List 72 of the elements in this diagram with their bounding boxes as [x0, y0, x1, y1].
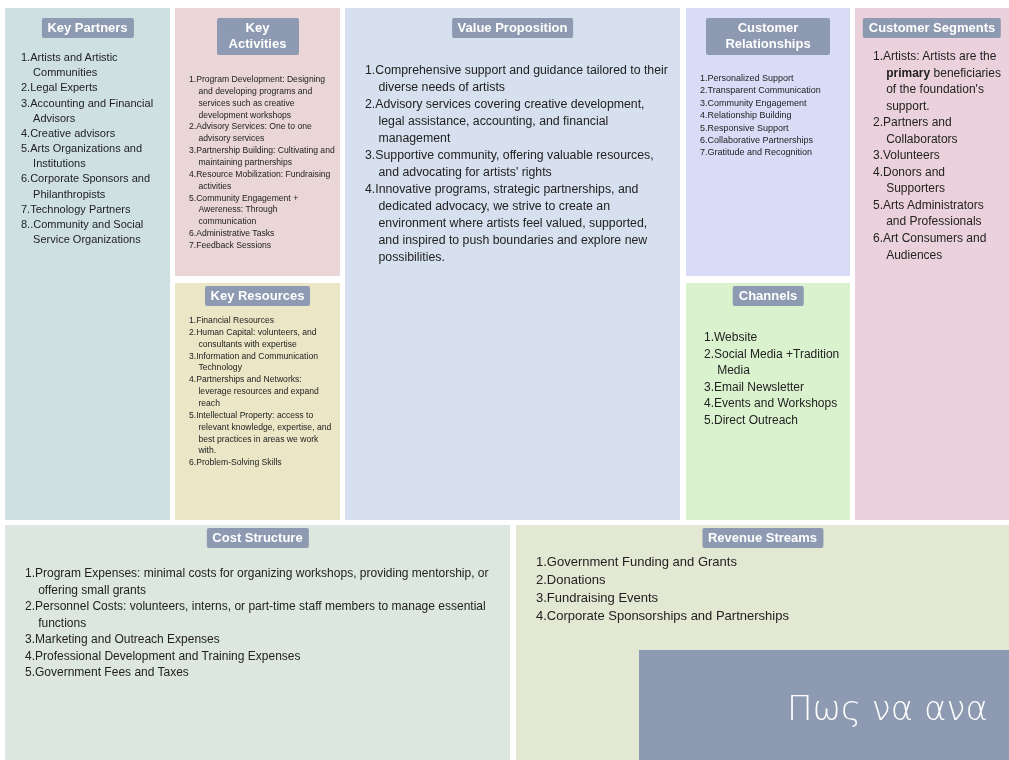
- list-item: 8..Community and Social Service Organizations: [21, 216, 145, 248]
- customer-relationships-panel: [686, 8, 850, 276]
- list-item: 1.Comprehensive support and guidance tailored to their diverse needs of artists: [365, 62, 669, 96]
- list-item: 2.Transparent Communication: [700, 84, 822, 97]
- key-activities-panel: [175, 8, 340, 276]
- section-heading: Customer Relationships: [706, 18, 830, 55]
- list-item: 3.Marketing and Outreach Expenses: [25, 631, 221, 648]
- key-resources-panel: [175, 283, 340, 520]
- list-item: 3.Community Engagement: [700, 96, 808, 110]
- list-item: 3.Information and Communication Technology: [189, 350, 319, 375]
- section-heading: Customer Segments: [862, 18, 1002, 39]
- channels-panel: [686, 283, 850, 520]
- list-item: 6.Problem-Solving Skills: [189, 457, 283, 470]
- list-item: 2.Donations: [536, 570, 607, 589]
- section-heading: Key Activities: [216, 18, 299, 55]
- customer-segments-panel: [855, 8, 1009, 520]
- value-proposition-panel: [345, 8, 680, 520]
- key-partners-panel: [5, 8, 170, 520]
- list-item: 6.Collaborative Partnerships: [700, 134, 815, 147]
- list-item: 5.Intellectual Property: access to relevant knowledge, expertise, and best practices in areas we work with.: [189, 409, 333, 458]
- list-item: 2.Personnel Costs: volunteers, interns, or part-time staff members to manage essential functions: [25, 598, 487, 632]
- list-item: 3.Email Newsletter: [704, 378, 806, 396]
- section-heading: Key Partners: [41, 18, 134, 39]
- list-item: 7.Feedback Sessions: [189, 240, 273, 252]
- list-item: 4.Corporate Sponsorships and Partnerships: [536, 606, 790, 625]
- list-item: 4.Donors and Supporters: [873, 163, 947, 197]
- list-item: 2.Human Capital: volunteers, and consultants with expertise: [189, 326, 318, 351]
- list-item: 2.Legal Experts: [21, 80, 99, 96]
- list-item: 4.Innovative programs, strategic partnerships, and dedicated advocacy, we strive to create an environment where artists feel valued, supported, and inspired to push boundaries and explore new possibilities.: [365, 180, 649, 266]
- list-item: 3.Supportive community, offering valuable resources, and advocating for artists' rights: [365, 146, 655, 181]
- list-item: 1.Website: [704, 329, 759, 346]
- list-item: 5.Arts Organizations and Institutions: [21, 141, 144, 172]
- list-item: 1.Personalized Support: [700, 72, 795, 85]
- list-item: 3.Fundraising Events: [536, 588, 660, 607]
- list-item: 6.Corporate Sponsors and Philanthropists: [21, 171, 152, 202]
- cost-structure-panel: [5, 525, 510, 760]
- list-item: 4.Creative advisors: [21, 125, 117, 141]
- section-heading: Revenue Streams: [701, 528, 824, 549]
- list-item: 1.Artists: Artists are the primary beneficiaries of the foundation's support.: [873, 48, 1002, 115]
- list-item: 3.Volunteers: [873, 147, 941, 164]
- list-item: 4.Partnerships and Networks: leverage resources and expand reach: [189, 374, 320, 410]
- list-item: 5.Community Engagement + Awereness: Through communication: [189, 192, 300, 229]
- list-item: 7.Technology Partners: [21, 201, 132, 217]
- banner-title: Πως να ανα: [787, 688, 988, 728]
- list-item: 4.Events and Workshops: [704, 395, 839, 412]
- section-heading: Value Proposition: [451, 18, 574, 39]
- list-item: 2.Partners and Collaborators: [873, 114, 959, 148]
- section-heading: Channels: [732, 286, 804, 307]
- list-item: 3.Partnership Building: Cultivating and maintaining partnerships: [189, 145, 335, 169]
- list-item: 6.Art Consumers and Audiences: [873, 230, 988, 264]
- list-item: 2.Advisory Services: One to one advisory services: [189, 121, 313, 146]
- list-item: 4.Professional Development and Training Expenses: [25, 647, 302, 665]
- list-item: 4.Relationship Building: [700, 109, 793, 122]
- revenue-streams-panel: [516, 525, 1009, 760]
- list-item: 2.Advisory services covering creative development, legal assistance, accounting, and financial management: [365, 95, 646, 147]
- list-item: 5.Responsive Support: [700, 121, 790, 135]
- list-item: 5.Direct Outreach: [704, 411, 800, 429]
- list-item: 6.Administrative Tasks: [189, 228, 276, 241]
- title-banner: [639, 650, 1009, 760]
- section-heading: Key Resources: [204, 286, 311, 307]
- list-item: 5.Government Fees and Taxes: [25, 664, 190, 681]
- list-item: 1.Artists and Artistic Communities: [21, 50, 119, 81]
- list-item: 2.Social Media +Tradition Media: [704, 345, 841, 379]
- list-item: 1.Financial Resources: [189, 315, 276, 327]
- section-heading: Cost Structure: [206, 528, 309, 549]
- list-item: 4.Resource Mobilization: Fundraising activities: [189, 168, 332, 193]
- list-item: 3.Accounting and Financial Advisors: [21, 95, 155, 126]
- list-item: 1.Program Expenses: minimal costs for organizing workshops, providing mentorship, or offering small grants: [25, 565, 490, 599]
- list-item: 5.Arts Administrators and Professionals: [873, 196, 985, 230]
- list-item: 7.Gratitude and Recognition: [700, 146, 814, 159]
- list-item: 1.Program Development: Designing and developing programs and services such as creative development workshops: [189, 74, 327, 122]
- list-item: 1.Government Funding and Grants: [536, 553, 738, 571]
